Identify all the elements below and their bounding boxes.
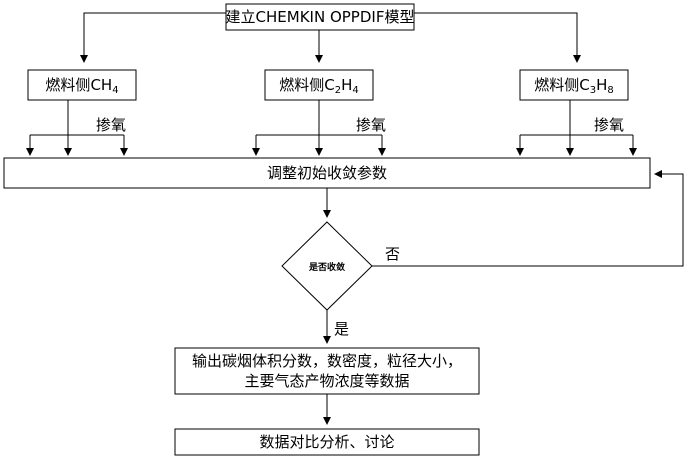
output-label-line1: 输出碳烟体积分数，数密度，粒径大小， <box>192 352 462 370</box>
oxygen-label-3: 掺氧 <box>594 116 624 134</box>
final-label: 数据对比分析、讨论 <box>259 433 394 451</box>
decision-label: 是否收敛 <box>308 261 345 273</box>
oxygen-branch-1 <box>26 100 128 156</box>
final-box <box>174 428 480 456</box>
oxygen-branch-2 <box>252 100 386 156</box>
model-box-label: 建立CHEMKIN OPPDIF模型 <box>226 8 415 26</box>
output-box <box>174 347 480 395</box>
fuel-box-c3h8 <box>519 69 629 101</box>
adjust-box <box>3 157 651 189</box>
fuel-box-ch4 <box>27 69 137 101</box>
no-label: 否 <box>385 245 400 263</box>
oxygen-branch-3 <box>516 100 637 156</box>
fuel-label-ch4: 燃料侧CH4 <box>45 76 118 96</box>
arrow-to-fuel-3 <box>414 12 581 63</box>
no-feedback-arrow <box>372 170 684 267</box>
arrow-to-fuel-1 <box>80 12 226 63</box>
oxygen-label-1: 掺氧 <box>96 116 126 134</box>
oxygen-label-2: 掺氧 <box>356 116 386 134</box>
yes-label: 是 <box>334 320 349 338</box>
model-box <box>225 3 415 31</box>
output-label-line2: 主要气态产物浓度等数据 <box>244 372 409 390</box>
fuel-label-c2h4: 燃料侧C2H4 <box>279 76 359 96</box>
adjust-box-label: 调整初始收敛参数 <box>267 164 387 182</box>
fuel-label-c3h8: 燃料侧C3H8 <box>534 76 614 96</box>
